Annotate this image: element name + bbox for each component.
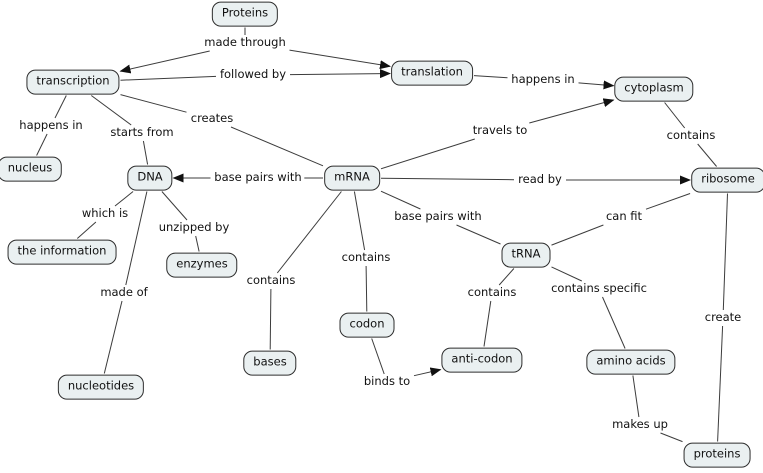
connection-lines bbox=[36, 27, 728, 443]
linking-phrase-made-through: made through bbox=[201, 35, 289, 50]
linking-phrase-read-by: read by bbox=[515, 172, 565, 187]
linking-phrase-starts-from: starts from bbox=[107, 125, 177, 140]
connection-amino-acids--makes-up bbox=[632, 375, 640, 418]
concept-node-enzymes[interactable]: enzymes bbox=[166, 252, 238, 278]
linking-phrase-followed-by: followed by bbox=[216, 67, 290, 82]
concept-node-anti-codon[interactable]: anti-codon bbox=[441, 347, 523, 373]
linking-phrase-create: create bbox=[701, 310, 745, 325]
connection-happens-in-cytoplasm--cytoplasm bbox=[578, 80, 615, 90]
connection-made-through--translation bbox=[289, 49, 391, 70]
concept-node-amino-acids[interactable]: amino acids bbox=[586, 349, 676, 375]
connection-made-through--transcription bbox=[119, 50, 210, 74]
linking-phrase-contains-bases: contains bbox=[243, 273, 299, 288]
concept-node-proteins-top[interactable]: Proteins bbox=[211, 1, 279, 27]
connection-base-pairs-with-trna--trna bbox=[456, 224, 501, 245]
connection-contains-bases--bases bbox=[269, 288, 272, 350]
concept-node-the-information[interactable]: the information bbox=[7, 239, 117, 265]
linking-phrase-can-fit: can fit bbox=[602, 209, 646, 224]
connection-trna--can-fit bbox=[551, 224, 604, 246]
concept-node-translation[interactable]: translation bbox=[391, 60, 473, 86]
connection-dna--unzipped-by bbox=[161, 191, 188, 221]
linking-phrase-base-pairs-with-dna: base pairs with bbox=[211, 170, 305, 185]
connection-mrna--read-by bbox=[380, 177, 515, 181]
concept-node-nucleus[interactable]: nucleus bbox=[0, 156, 63, 182]
connection-trna--contains-anti-codon bbox=[498, 268, 515, 286]
linking-phrase-base-pairs-with-trna: base pairs with bbox=[391, 209, 485, 224]
connection-followed-by--translation bbox=[289, 69, 391, 79]
linking-phrase-contains-anti-codon: contains bbox=[464, 285, 520, 300]
concept-node-bases[interactable]: bases bbox=[243, 350, 297, 376]
connection-binds-to--anti-codon bbox=[413, 367, 442, 377]
connection-trna--contains-specific bbox=[551, 266, 583, 282]
connection-contains-ribosome--ribosome bbox=[697, 143, 717, 167]
linking-phrase-made-of: made of bbox=[97, 285, 151, 300]
connection-can-fit--ribosome bbox=[645, 193, 691, 210]
connection-dna--which-is bbox=[114, 191, 134, 207]
connection-travels-to--cytoplasm bbox=[529, 98, 615, 124]
concept-node-ribosome[interactable]: ribosome bbox=[691, 167, 763, 193]
linking-phrase-contains-ribosome: contains bbox=[663, 128, 719, 143]
concept-node-dna[interactable]: DNA bbox=[127, 165, 173, 191]
linking-phrase-travels-to: travels to bbox=[469, 123, 531, 138]
linking-phrase-happens-in-cytoplasm: happens in bbox=[508, 72, 578, 87]
connection-starts-from--dna bbox=[142, 140, 149, 165]
linking-phrase-makes-up: makes up bbox=[609, 417, 671, 432]
connection-contains-anti-codon--anti-codon bbox=[483, 300, 492, 347]
connection-ribosome--create bbox=[722, 193, 728, 311]
linking-phrase-binds-to: binds to bbox=[360, 374, 414, 389]
connection-transcription--happens-in-nucleus bbox=[54, 95, 67, 119]
connection-makes-up--proteins-bottom bbox=[660, 432, 683, 443]
connection-happens-in-nucleus--nucleus bbox=[36, 133, 48, 156]
connection-transcription--starts-from bbox=[91, 95, 132, 126]
connection-mrna--base-pairs-with-trna bbox=[380, 190, 421, 210]
connection-which-is--the-information bbox=[76, 221, 97, 239]
connection-contains-specific--amino-acids bbox=[602, 296, 626, 349]
linking-phrase-happens-in-nucleus: happens in bbox=[16, 118, 86, 133]
concept-node-nucleotides[interactable]: nucleotides bbox=[57, 374, 145, 400]
concept-node-transcription[interactable]: transcription bbox=[26, 69, 120, 95]
concept-node-mrna[interactable]: mRNA bbox=[324, 165, 380, 191]
connection-dna--made-of bbox=[125, 191, 148, 286]
connection-mrna--travels-to bbox=[380, 138, 475, 170]
connection-creates--mrna bbox=[230, 126, 324, 167]
connection-create--proteins-bottom bbox=[717, 325, 724, 442]
concept-node-trna[interactable]: tRNA bbox=[501, 242, 551, 268]
linking-phrase-contains-specific: contains specific bbox=[548, 281, 650, 296]
concept-node-codon[interactable]: codon bbox=[339, 312, 395, 338]
connection-translation--happens-in-cytoplasm bbox=[473, 75, 508, 79]
connection-mrna--contains-codon bbox=[353, 191, 366, 251]
linking-phrase-unzipped-by: unzipped by bbox=[155, 220, 233, 235]
concept-node-proteins-bottom[interactable]: proteins bbox=[683, 442, 751, 468]
linking-phrase-which-is: which is bbox=[78, 206, 132, 221]
linking-phrase-creates: creates bbox=[187, 111, 237, 126]
connection-transcription--followed-by bbox=[120, 75, 217, 81]
connection-made-of--nucleotides bbox=[103, 300, 123, 374]
connection-unzipped-by--enzymes bbox=[195, 235, 200, 252]
connection-transcription--creates bbox=[120, 94, 187, 113]
connection-codon--binds-to bbox=[371, 338, 385, 375]
connection-contains-codon--codon bbox=[365, 265, 368, 312]
linking-phrase-contains-codon: contains bbox=[338, 250, 394, 265]
connection-cytoplasm--contains-ribosome bbox=[664, 102, 686, 129]
concept-node-cytoplasm[interactable]: cytoplasm bbox=[614, 76, 694, 102]
connection-mrna--contains-bases bbox=[276, 191, 342, 274]
